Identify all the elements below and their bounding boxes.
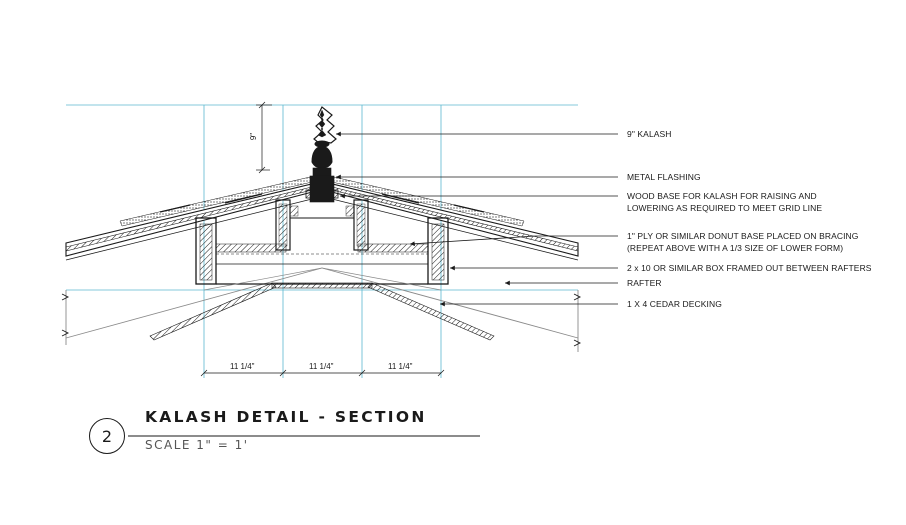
leader-lines [336, 131, 618, 307]
dimension-width-label-2: 11 1/4" [309, 362, 334, 371]
detail-title: KALASH DETAIL - SECTION [145, 408, 427, 426]
dimension-width-label-3: 11 1/4" [388, 362, 413, 371]
note-donut-base-line2: (REPEAT ABOVE WITH A 1/3 SIZE OF LOWER F… [627, 243, 844, 253]
kalash [305, 106, 339, 203]
note-wood-base-line1: WOOD BASE FOR KALASH FOR RAISING AND [627, 191, 817, 201]
break-marks [61, 293, 582, 347]
donut-base [275, 199, 369, 251]
detail-scale: SCALE 1" = 1' [145, 438, 249, 452]
note-cedar-decking: 1 X 4 CEDAR DECKING [627, 299, 722, 309]
dimension-height-label: 9" [249, 132, 259, 141]
note-metal-flashing: METAL FLASHING [627, 172, 701, 182]
box-frame [195, 217, 449, 291]
dimension-width-label-1: 11 1/4" [230, 362, 255, 371]
dimension-lines [200, 101, 445, 377]
note-donut-base-line1: 1" PLY OR SIMILAR DONUT BASE PLACED ON B… [627, 231, 859, 241]
detail-number-badge: 2 [89, 418, 125, 454]
note-box-frame: 2 x 10 OR SIMILAR BOX FRAMED OUT BETWEEN… [627, 263, 872, 273]
soffit-lines [65, 267, 579, 352]
detail-number: 2 [101, 426, 113, 446]
note-rafter: RAFTER [627, 278, 662, 288]
cedar-decking [149, 282, 495, 341]
note-kalash: 9" KALASH [627, 129, 672, 139]
note-wood-base-line2: LOWERING AS REQUIRED TO MEET GRID LINE [627, 203, 823, 213]
